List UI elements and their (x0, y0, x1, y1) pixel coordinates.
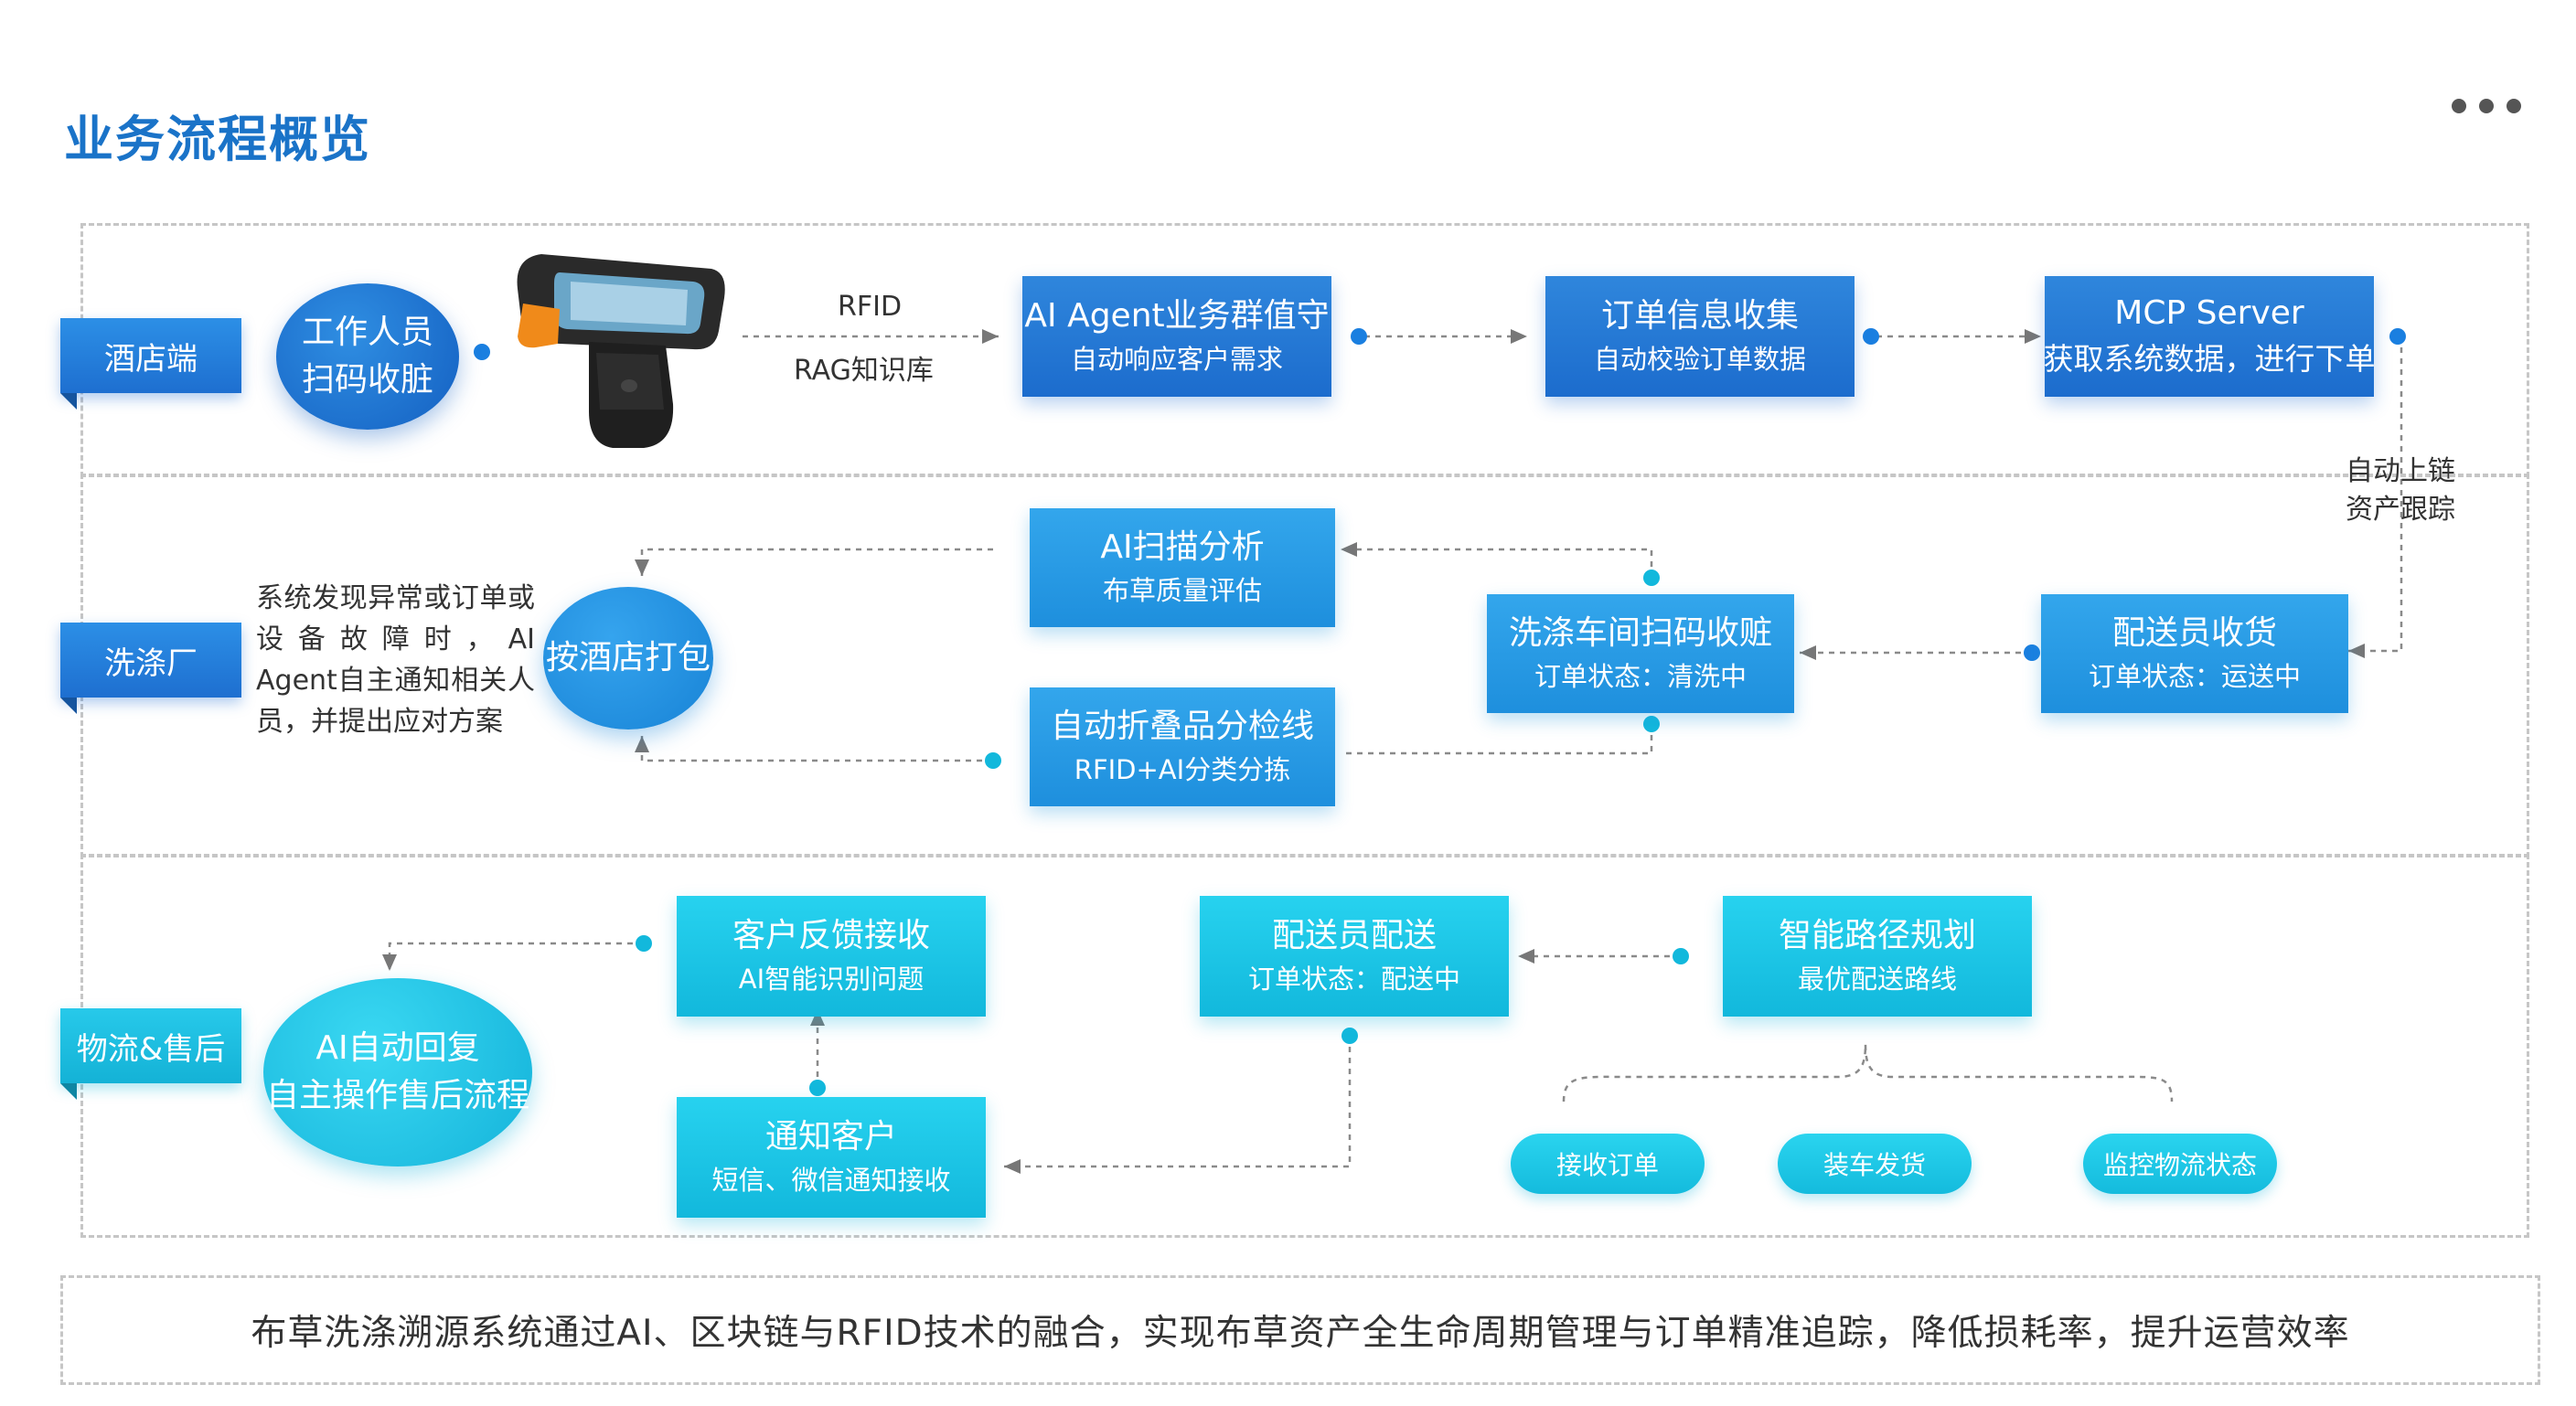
chain-note-line1: 自动上链 (2346, 455, 2455, 487)
lane-label-laundry: 洗涤厂 (60, 623, 241, 714)
dot (2452, 99, 2466, 113)
auto-fold-box: 自动折叠品分检线 RFID+AI分类分拣 (1030, 687, 1335, 806)
connector-dot (1351, 328, 1367, 345)
edge-label-rfid: RFID (838, 291, 903, 323)
chain-note-line2: 资产跟踪 (2346, 494, 2455, 526)
staff-scan-circle: 工作人员 扫码收脏 (276, 283, 459, 430)
ai-reply-line1: AI自动回复 (315, 1029, 480, 1067)
connector-dot (1643, 570, 1660, 586)
order-collect-box: 订单信息收集 自动校验订单数据 (1545, 276, 1855, 397)
connector-dot (474, 344, 490, 360)
delivery-box: 配送员配送 订单状态：配送中 (1200, 896, 1509, 1017)
summary-footer: 布草洗涤溯源系统通过AI、区块链与RFID技术的融合，实现布草资产全生命周期管理… (60, 1275, 2540, 1385)
delivery-status: 订单状态：配送中 (1247, 964, 1460, 995)
ai-scan-subtitle: 布草质量评估 (1102, 575, 1262, 606)
notify-box: 通知客户 短信、微信通知接收 (677, 1097, 986, 1218)
route-brace (1562, 1043, 2174, 1102)
lane-label-logistics: 物流&售后 (60, 1008, 241, 1100)
courier-receive-status: 订单状态：运送中 (2088, 661, 2301, 692)
ai-agent-title: AI Agent业务群值守 (1024, 297, 1330, 335)
edge-scan-to-pack (635, 548, 993, 576)
route-plan-title: 智能路径规划 (1778, 917, 1976, 954)
mcp-server-title: MCP Server (2114, 294, 2304, 332)
mcp-server-box: MCP Server 获取系统数据，进行下单 (2043, 276, 2376, 397)
pack-by-hotel-circle: 按酒店打包 (543, 587, 713, 730)
connector-dot (809, 1080, 826, 1096)
connector-dot (1863, 328, 1879, 345)
feedback-subtitle: AI智能识别问题 (738, 964, 925, 995)
ai-reply-circle: AI自动回复 自主操作售后流程 (263, 978, 532, 1166)
ai-scan-box: AI扫描分析 布草质量评估 (1030, 508, 1335, 627)
feedback-title: 客户反馈接收 (732, 917, 930, 954)
lane-label-hotel: 酒店端 (60, 318, 241, 410)
workshop-title: 洗涤车间扫码收赃 (1508, 614, 1772, 652)
notify-subtitle: 短信、微信通知接收 (711, 1165, 951, 1196)
feedback-box: 客户反馈接收 AI智能识别问题 (677, 896, 986, 1017)
route-plan-subtitle: 最优配送路线 (1797, 964, 1957, 995)
courier-receive-title: 配送员收货 (2111, 614, 2277, 652)
edge-workshop-to-scan (1341, 542, 1653, 578)
order-collect-subtitle: 自动校验订单数据 (1593, 344, 1806, 375)
connector-dot (985, 752, 1001, 769)
ai-reply-line2: 自主操作售后流程 (265, 1077, 529, 1114)
mcp-server-subtitle: 获取系统数据，进行下单 (2043, 341, 2376, 377)
staff-scan-line2: 扫码收脏 (301, 361, 433, 399)
auto-fold-title: 自动折叠品分检线 (1050, 708, 1314, 745)
edge-fold-to-pack (635, 736, 993, 762)
ai-agent-subtitle: 自动响应客户需求 (1070, 344, 1283, 375)
page-title: 业务流程概览 (64, 110, 371, 168)
ai-scan-title: AI扫描分析 (1100, 528, 1265, 566)
delivery-title: 配送员配送 (1271, 917, 1437, 954)
exception-note: 系统发现异常或订单或设备故障时，AI Agent自主通知相关人员，并提出应对方案 (256, 582, 535, 738)
courier-receive-box: 配送员收货 订单状态：运送中 (2041, 594, 2348, 713)
edge-workshop-to-fold (1341, 724, 1653, 755)
dot (2479, 99, 2494, 113)
summary-text: 布草洗涤溯源系统通过AI、区块链与RFID技术的融合，实现布草资产全生命周期管理… (251, 1313, 2350, 1354)
route-plan-box: 智能路径规划 最优配送路线 (1723, 896, 2032, 1017)
edge-feedback-to-reply (382, 942, 644, 971)
connector-dot (636, 935, 652, 952)
order-collect-title: 订单信息收集 (1600, 297, 1799, 335)
notify-title: 通知客户 (764, 1118, 897, 1156)
connector-dot (1341, 1028, 1358, 1044)
workshop-status: 订单状态：清洗中 (1534, 661, 1747, 692)
staff-scan-line1: 工作人员 (301, 314, 433, 351)
more-horizontal-icon[interactable] (2452, 99, 2521, 113)
connector-dot (2024, 644, 2040, 661)
edge-label-rag: RAG知识库 (794, 355, 934, 387)
workshop-box: 洗涤车间扫码收赃 订单状态：清洗中 (1487, 594, 1794, 713)
connector-dot (2389, 328, 2406, 345)
connector-dot (1643, 716, 1660, 732)
ai-agent-box: AI Agent业务群值守 自动响应客户需求 (1022, 276, 1331, 397)
connector-dot (1673, 948, 1689, 964)
load-ship-pill: 装车发货 (1778, 1134, 1972, 1194)
monitor-logistics-pill: 监控物流状态 (2083, 1134, 2277, 1194)
rfid-handheld-scanner (505, 249, 733, 452)
dot (2507, 99, 2521, 113)
auto-fold-subtitle: RFID+AI分类分拣 (1074, 754, 1291, 785)
edge-delivery-to-notify (1004, 1036, 1352, 1174)
receive-order-pill: 接收订单 (1511, 1134, 1705, 1194)
